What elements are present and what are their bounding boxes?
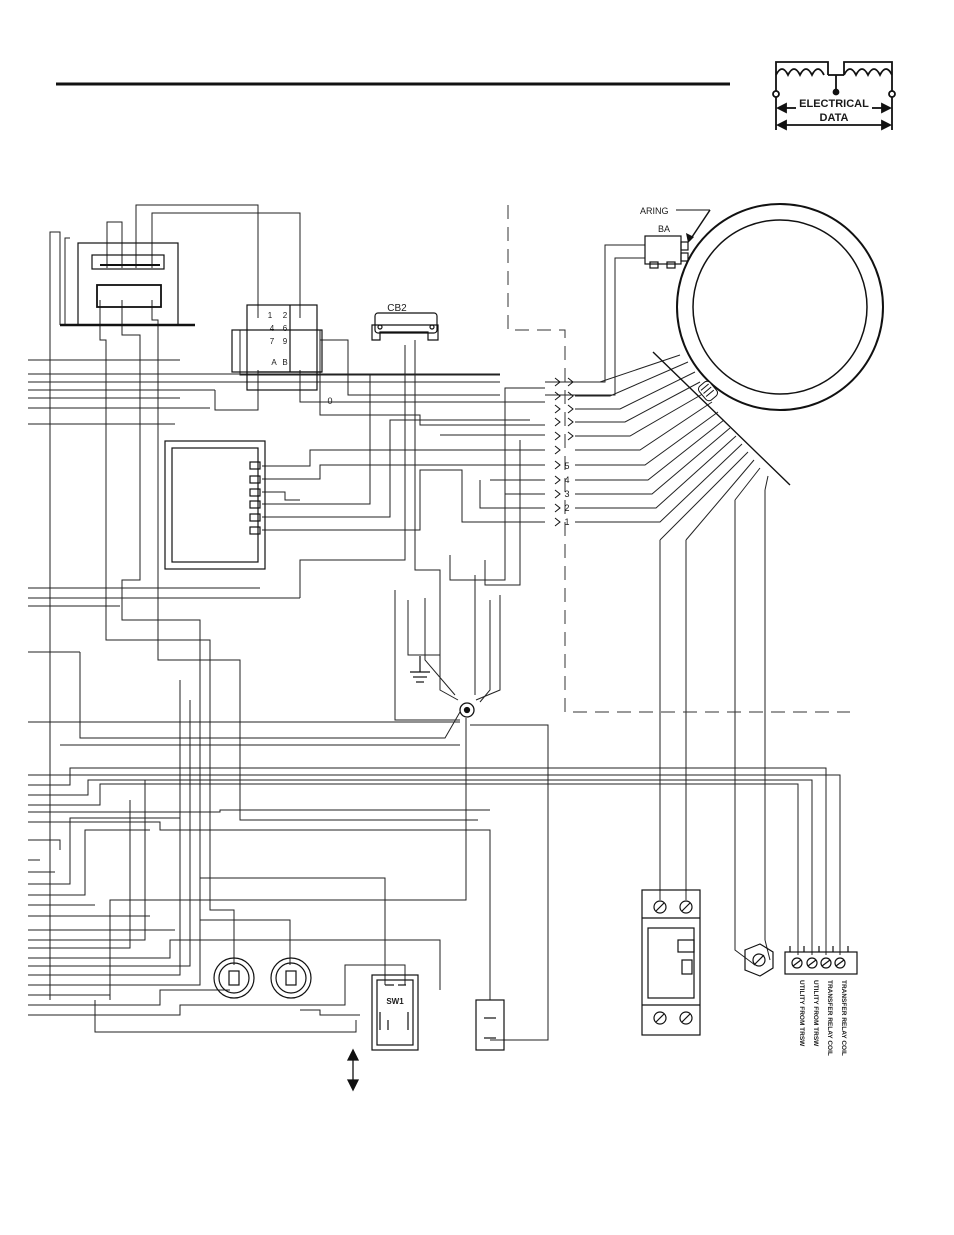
terminal-number: 6 [283,324,288,333]
brush-holder [645,236,688,268]
badge-title-line2: DATA [820,112,849,124]
ground-mark: 0 [327,396,332,406]
ground-lug [745,944,773,976]
wires [28,205,840,1040]
stator-lead-grommet [697,380,719,403]
stator-lead-fan [575,352,790,540]
terminal-number: 7 [270,337,275,346]
generator-stator [677,204,883,410]
circuit-breaker-cb2 [372,313,438,340]
switch-label: SW1 [386,997,404,1006]
toggle-direction-arrow-icon [348,1050,358,1090]
switch-sw1 [372,975,418,1050]
stator-lead-number: 1 [564,517,569,527]
fuse-holder-right [271,958,311,998]
terminal-strip-labels: UTILITY FROM TRSW UTILITY FROM TRSW TRAN… [798,980,847,1056]
stator-lead-numbers: 5 4 3 2 1 [564,461,569,527]
terminal-number: 2 [283,311,288,320]
terminal-strip-label: TRANSFER RELAY COIL [840,980,847,1056]
transformer [60,243,195,325]
terminal-strip-label: UTILITY FROM TRSW [798,980,805,1047]
terminal-strip [785,946,857,974]
stator-lead-number: 4 [564,475,569,485]
cb2-label: CB2 [387,303,407,314]
terminal-numbers: 1 2 4 6 7 9 A B [268,311,288,367]
ground-symbol-icon [410,656,430,682]
coil-right-icon [844,69,892,75]
stator-lead-number: 2 [564,503,569,513]
terminal-number: A [271,358,277,367]
terminal-strip-label: TRANSFER RELAY COIL [826,980,833,1056]
coil-left-icon [776,69,824,75]
terminal-strip-label: UTILITY FROM TRSW [812,980,819,1047]
terminal-number: B [282,358,287,367]
badge-title-line1: ELECTRICAL [799,98,869,110]
stator-lead-number: 3 [564,489,569,499]
terminal-number: 9 [283,337,288,346]
control-board [165,441,265,569]
stator-lead-number: 5 [564,461,569,471]
terminal-block [232,305,322,390]
brush-caption: ARING [640,206,669,216]
brush-label: BA [658,224,670,234]
relay-connector [476,1000,504,1050]
terminal-number: 4 [270,324,275,333]
junction-point [460,703,474,717]
terminal-number: 1 [268,311,273,320]
main-circuit-breaker [642,890,700,1035]
enclosure-boundary [508,205,850,712]
